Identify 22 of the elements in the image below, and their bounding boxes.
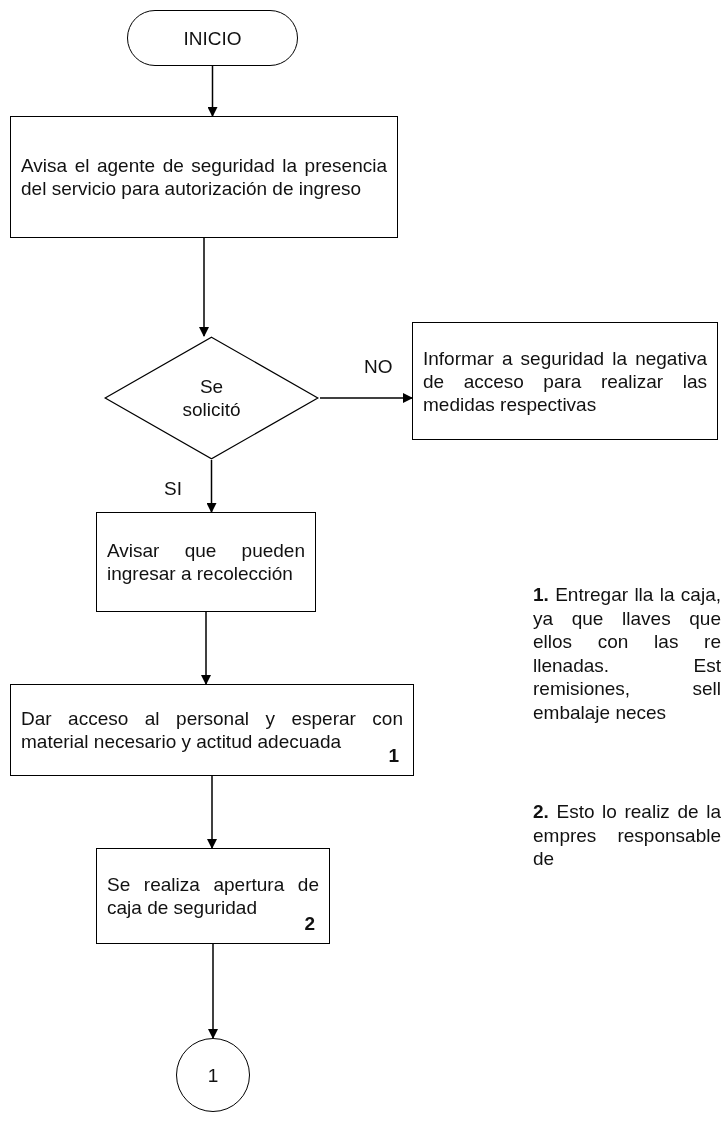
node-text: Se solicitó xyxy=(181,375,242,421)
arrow xyxy=(208,943,218,1039)
node-text: INICIO xyxy=(183,26,242,50)
process-box xyxy=(10,116,398,238)
process-box xyxy=(96,512,316,612)
note-text: 2. Esto lo realiz de la empres responsable de xyxy=(533,800,721,871)
start-terminal xyxy=(127,10,298,66)
arrow xyxy=(201,611,211,685)
node-text: Avisar que pueden ingresar a recolección xyxy=(107,539,305,585)
arrow xyxy=(206,459,217,513)
arrow xyxy=(207,65,218,117)
arrow xyxy=(207,775,217,849)
node-text: Avisa el agente de seguridad la presencia del servicio para autorización de ingreso xyxy=(21,154,387,200)
decision-diamond xyxy=(103,336,320,460)
process-box xyxy=(96,848,330,944)
node-text: 1 xyxy=(207,1063,219,1087)
process-box xyxy=(10,684,414,776)
process-box xyxy=(412,322,718,440)
arrow xyxy=(319,393,413,403)
note-text: 1. Entregar lla la caja, ya que llaves que ellos con las re llenadas. Est remisiones, sell embalaje neces xyxy=(533,583,721,724)
node-text: Informar a seguridad la negativa de acceso para realizar las medidas respectivas xyxy=(423,346,707,416)
arrow xyxy=(199,237,209,337)
